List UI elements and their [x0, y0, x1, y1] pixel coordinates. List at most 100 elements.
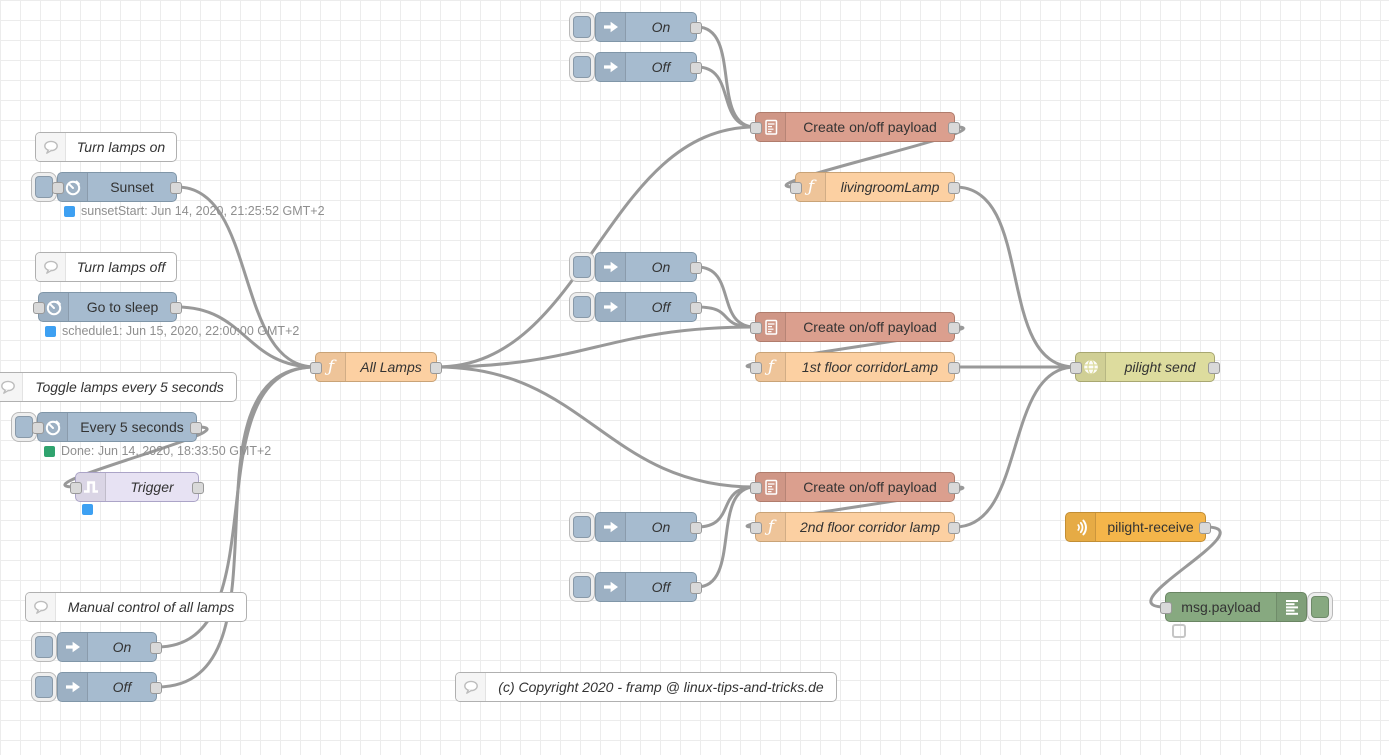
output-port[interactable] [430, 362, 442, 374]
status-text: sunsetStart: Jun 14, 2020, 21:25:52 GMT+… [81, 204, 325, 218]
output-port[interactable] [690, 62, 702, 74]
inject-button[interactable] [31, 632, 57, 662]
input-port[interactable] [310, 362, 322, 374]
input-port[interactable] [1070, 362, 1082, 374]
node-inject-off-top[interactable]: Off [569, 52, 702, 82]
status-text: Done: Jun 14, 2020, 18:33:50 GMT+2 [61, 444, 272, 458]
output-port[interactable] [948, 522, 960, 534]
input-port[interactable] [1160, 602, 1172, 614]
arrow-icon [58, 633, 88, 661]
wire[interactable] [745, 325, 965, 369]
node-inject-off-bot[interactable]: Off [569, 572, 702, 602]
node-pilight-receive[interactable]: pilight-receive [1065, 512, 1211, 542]
node-label: Off [112, 679, 132, 695]
node-inject-on-manual[interactable]: On [31, 632, 162, 662]
wire[interactable] [695, 265, 757, 329]
wire[interactable] [435, 125, 757, 369]
output-port[interactable] [690, 262, 702, 274]
node-inject-go-to-sleep[interactable]: Go to sleep [33, 292, 182, 322]
node-label: (c) Copyright 2020 - framp @ linux-tips-… [498, 679, 824, 695]
node-comment-copyright[interactable]: (c) Copyright 2020 - framp @ linux-tips-… [455, 672, 837, 702]
wire[interactable] [745, 485, 965, 529]
output-port[interactable] [170, 302, 182, 314]
node-template-create-1[interactable]: Create on/off payload [750, 112, 960, 142]
wire[interactable] [695, 65, 757, 129]
wire[interactable] [953, 365, 1077, 529]
wire[interactable] [435, 365, 757, 489]
comment-icon [26, 593, 56, 621]
node-status [82, 504, 93, 515]
wire[interactable] [695, 25, 757, 129]
input-port[interactable] [33, 302, 45, 314]
input-port[interactable] [70, 482, 82, 494]
inject-button[interactable] [569, 512, 595, 542]
output-port[interactable] [690, 582, 702, 594]
node-inject-on-bot[interactable]: On [569, 512, 702, 542]
input-port[interactable] [750, 322, 762, 334]
inject-button[interactable] [569, 252, 595, 282]
node-comment-turn-off[interactable]: Turn lamps off [35, 252, 177, 282]
inject-button[interactable] [569, 52, 595, 82]
input-port[interactable] [52, 182, 64, 194]
wire[interactable] [155, 365, 317, 689]
output-port[interactable] [948, 322, 960, 334]
output-port[interactable] [170, 182, 182, 194]
node-inject-every5[interactable]: Every 5 seconds [11, 412, 202, 442]
node-comment-manual[interactable]: Manual control of all lamps [25, 592, 247, 622]
output-port[interactable] [690, 22, 702, 34]
inject-button[interactable] [569, 292, 595, 322]
input-port[interactable] [750, 522, 762, 534]
node-template-create-2[interactable]: Create on/off payload [750, 312, 960, 342]
node-label: Off [651, 59, 671, 75]
node-inject-off-manual[interactable]: Off [31, 672, 162, 702]
wire[interactable] [695, 485, 757, 529]
input-port[interactable] [790, 182, 802, 194]
output-port[interactable] [150, 682, 162, 694]
wire[interactable] [784, 125, 966, 189]
node-comment-turn-on[interactable]: Turn lamps on [35, 132, 177, 162]
wire[interactable] [953, 185, 1077, 369]
output-port[interactable] [948, 362, 960, 374]
wire[interactable] [695, 485, 757, 589]
output-port[interactable] [1208, 362, 1220, 374]
node-pilight-send[interactable]: pilight send [1070, 352, 1220, 382]
input-port[interactable] [750, 122, 762, 134]
wire[interactable] [63, 425, 209, 489]
node-inject-off-mid[interactable]: Off [569, 292, 702, 322]
wire[interactable] [695, 305, 757, 329]
output-port[interactable] [690, 522, 702, 534]
inject-button[interactable] [31, 672, 57, 702]
output-port[interactable] [948, 482, 960, 494]
wire[interactable] [435, 325, 757, 369]
input-port[interactable] [750, 362, 762, 374]
output-port[interactable] [948, 122, 960, 134]
inject-button[interactable] [569, 12, 595, 42]
input-port[interactable] [32, 422, 44, 434]
output-port[interactable] [150, 642, 162, 654]
node-status: Done: Jun 14, 2020, 18:33:50 GMT+2 [44, 444, 271, 458]
debug-toggle-button[interactable] [1307, 592, 1333, 622]
output-port[interactable] [192, 482, 204, 494]
node-template-create-3[interactable]: Create on/off payload [750, 472, 960, 502]
node-inject-on-mid[interactable]: On [569, 252, 702, 282]
wire[interactable] [175, 305, 317, 369]
node-debug-msg-payload[interactable]: msg.payload [1160, 592, 1333, 622]
inject-button[interactable] [11, 412, 37, 442]
output-port[interactable] [948, 182, 960, 194]
output-port[interactable] [1199, 522, 1211, 534]
node-trigger[interactable]: Trigger [70, 472, 204, 502]
output-port[interactable] [690, 302, 702, 314]
inject-button[interactable] [569, 572, 595, 602]
node-inject-on-top[interactable]: On [569, 12, 702, 42]
input-port[interactable] [750, 482, 762, 494]
node-comment-toggle[interactable]: Toggle lamps every 5 seconds [0, 372, 237, 402]
output-port[interactable] [190, 422, 202, 434]
node-inject-sunset[interactable]: Sunset [31, 172, 182, 202]
wire[interactable] [1149, 525, 1222, 609]
wire[interactable] [175, 185, 317, 369]
